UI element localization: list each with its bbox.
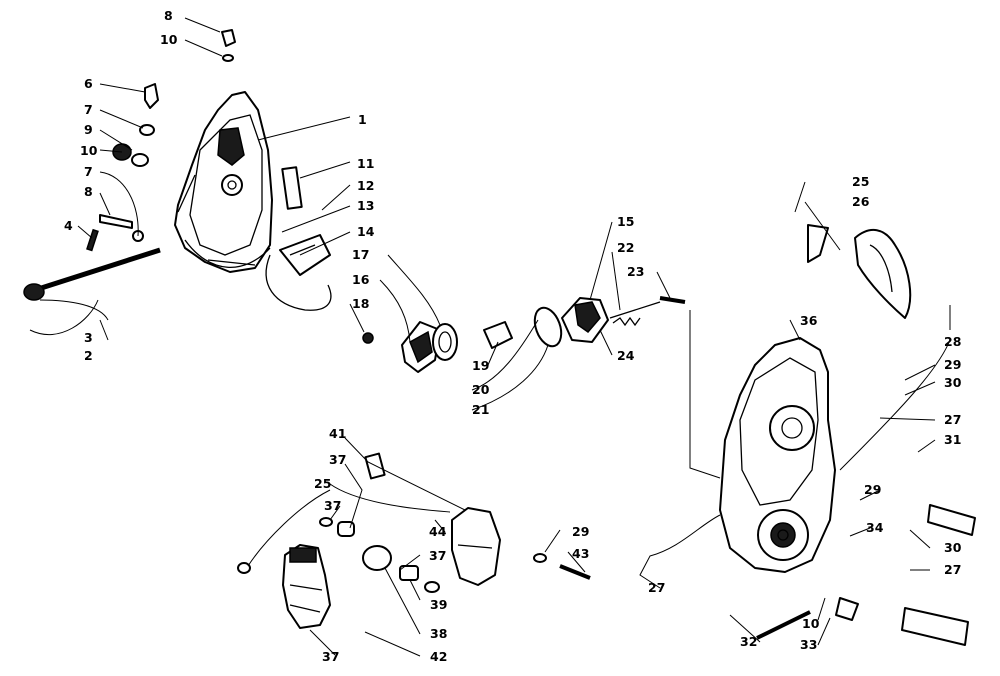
center-parts: [362, 296, 686, 373]
callout-10-right: 10: [802, 616, 820, 631]
callout-5: 6: [84, 76, 93, 91]
plate-11: [281, 166, 303, 210]
callout-30-right-top: 30: [944, 375, 962, 390]
callout-29-lower: 29: [572, 524, 589, 539]
left-chaincase-cover: [174, 91, 273, 273]
callout-27-right-top: 27: [944, 412, 961, 427]
callout-6: 7: [84, 102, 93, 117]
callout-23: 23: [627, 264, 644, 279]
callout-20: 20: [472, 382, 490, 397]
callout-27-left: 27: [648, 580, 665, 595]
callout-12: 12: [357, 178, 374, 193]
callout-18: 18: [352, 296, 369, 311]
cable-loop: [265, 254, 332, 311]
callout-10-left: 10: [80, 143, 98, 158]
right-gearcase: [719, 337, 836, 573]
callout-22: 22: [617, 240, 634, 255]
callout-19: 19: [472, 358, 489, 373]
callout-34: 34: [866, 520, 884, 535]
callout-16: 16: [352, 272, 370, 287]
callout-29-right-mid: 29: [864, 482, 881, 497]
callout-31: 31: [944, 432, 961, 447]
callout-29-right-top: 29: [944, 357, 961, 372]
callout-33: 33: [800, 637, 817, 652]
callout-41: 41: [329, 426, 346, 441]
callout-15: 15: [617, 214, 634, 229]
shafts-right: [756, 504, 976, 646]
bracket-14: [279, 234, 331, 276]
small-parts-lower: [237, 452, 591, 593]
guard-26: [807, 224, 912, 319]
callout-27-right-low: 27: [944, 562, 961, 577]
caliper-44: [451, 507, 501, 586]
shaft-2: [23, 247, 161, 301]
callout-21: 21: [472, 402, 489, 417]
callout-38: 37: [329, 452, 346, 467]
caliper-36: [282, 544, 331, 629]
callout-11: 11: [357, 156, 374, 171]
callout-28: 28: [944, 334, 961, 349]
small-parts-left: [86, 29, 236, 252]
callout-40: 39: [430, 597, 447, 612]
callout-25-right: 25: [852, 174, 869, 189]
callout-24: 24: [617, 348, 635, 363]
callout-10-top: 10: [160, 32, 178, 47]
callout-37-lower: 37: [429, 548, 446, 563]
callout-14: 14: [357, 224, 375, 239]
callout-7: 7: [84, 164, 93, 179]
callout-1: 1: [358, 112, 367, 127]
callout-2: 2: [84, 348, 93, 363]
callout-9-top: 8: [164, 8, 173, 23]
callout-4: 4: [64, 218, 73, 233]
callout-35: 36: [800, 313, 818, 328]
callout-37-upper: 37: [324, 498, 341, 513]
callout-25-lower: 25: [314, 476, 331, 491]
leader-lines: [29, 17, 951, 657]
callout-39: 38: [430, 626, 447, 641]
callout-13: 13: [357, 198, 374, 213]
callout-30-right-low: 30: [944, 540, 962, 555]
callout-44: 44: [429, 524, 447, 539]
callout-9-left: 9: [84, 122, 93, 137]
callout-8: 8: [84, 184, 93, 199]
callout-43: 43: [572, 546, 589, 561]
callout-42: 42: [430, 649, 447, 664]
callout-32: 32: [740, 634, 757, 649]
callout-labels: 8 10 6 7 9 10 7 8 4 3 2 1 11 12 13 14 17…: [64, 8, 962, 664]
callout-17: 17: [352, 247, 369, 262]
callout-26: 26: [852, 194, 870, 209]
callout-3: 3: [84, 330, 93, 345]
callout-36: 37: [322, 649, 339, 664]
